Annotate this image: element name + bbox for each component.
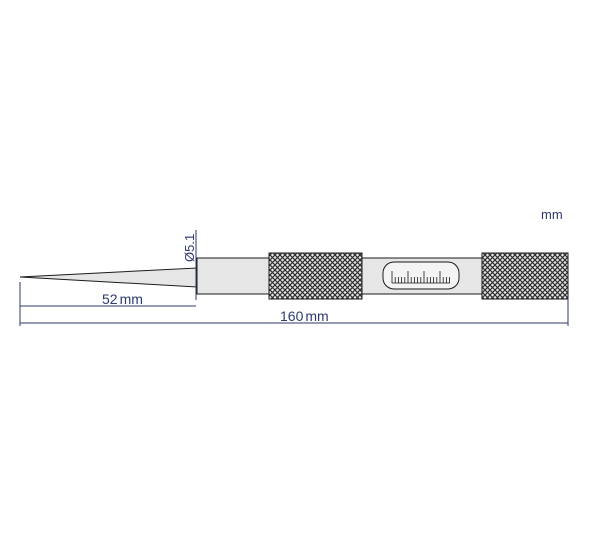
overall-length-value: 160 xyxy=(280,308,304,324)
tool-collar xyxy=(196,257,270,295)
diameter-label: Ø5.1 xyxy=(182,234,197,262)
diameter-dimension: Ø5.1 xyxy=(182,230,197,300)
knurled-grip-left xyxy=(268,252,363,300)
scale-window xyxy=(382,261,460,290)
overall-length-unit: mm xyxy=(305,308,328,324)
knurled-grip-right xyxy=(481,252,569,300)
units-label: mm xyxy=(541,207,563,222)
scriber-tool xyxy=(19,252,569,300)
scale-ticks xyxy=(391,271,451,284)
tool-tip xyxy=(19,267,198,288)
tip-length-unit: mm xyxy=(120,291,143,307)
tip-length-value: 52 xyxy=(102,291,118,307)
